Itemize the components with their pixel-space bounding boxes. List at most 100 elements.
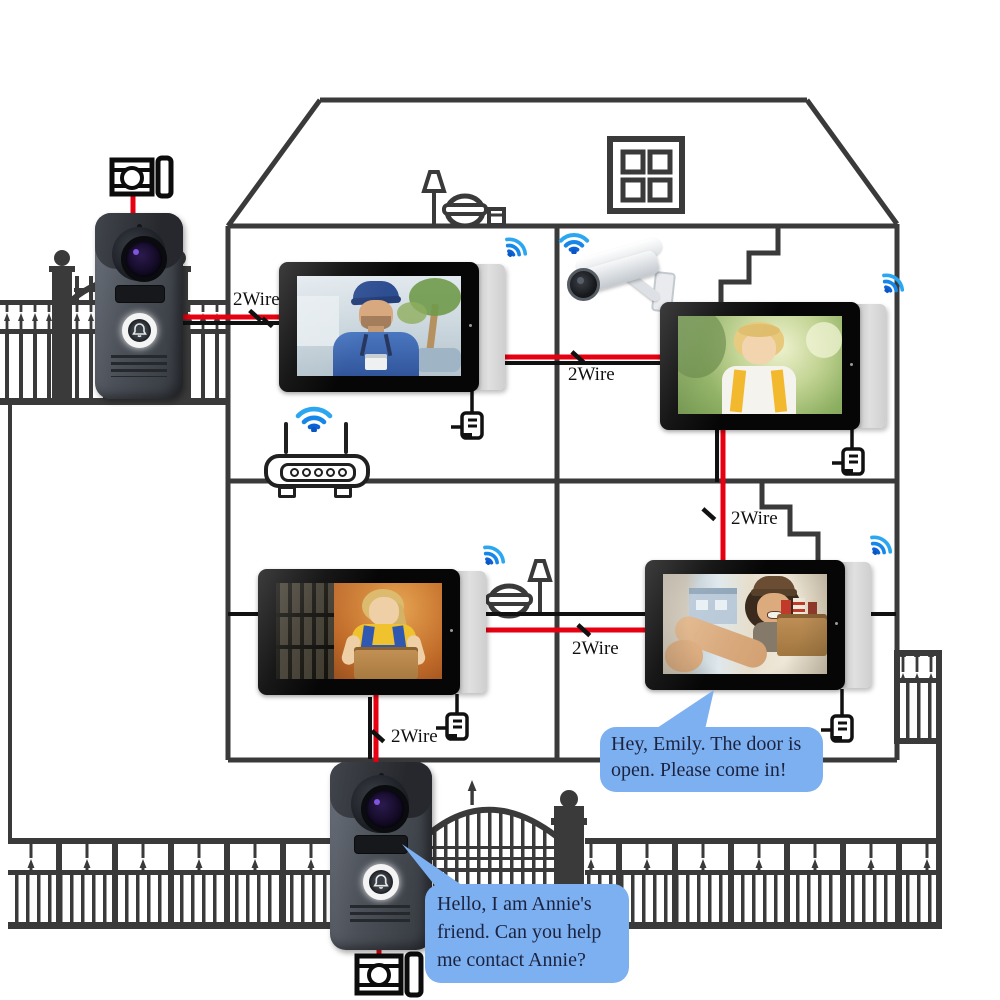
wifi-icon <box>483 545 506 566</box>
power-plugs <box>434 391 865 743</box>
camera-lens-glint <box>577 277 584 284</box>
bubble-line: Hello, I am Annie's <box>437 893 592 915</box>
power-plug-icon <box>830 447 865 476</box>
wifi-icon <box>505 237 528 258</box>
lens-glint <box>374 799 380 805</box>
man-neck <box>368 326 384 334</box>
boundary-line-left <box>8 403 12 840</box>
monitor-side-panel <box>475 264 505 390</box>
router-antenna <box>344 422 348 454</box>
doorbell-call-button <box>122 313 157 348</box>
router-antenna <box>284 422 288 454</box>
router-led <box>313 468 323 477</box>
monitor-led <box>850 363 853 367</box>
speech-bubble-visitor-request: Hello, I am Annie's friend. Can you help… <box>425 884 629 983</box>
router-led <box>337 468 347 477</box>
monitor-led <box>835 622 838 626</box>
woman-face <box>369 597 399 626</box>
bubble-line: open. Please come in! <box>611 759 787 781</box>
video-doorbell-bottom <box>330 762 432 950</box>
screen-gloss <box>645 560 845 690</box>
doorbell-ir-window <box>115 285 165 303</box>
router-led <box>325 468 335 477</box>
wire-ticks <box>248 308 717 744</box>
child-face <box>742 333 776 364</box>
wifi-icon <box>870 535 893 556</box>
indoor-monitor-2 <box>660 302 886 430</box>
scene-iron-gate <box>276 583 334 679</box>
camera-lens <box>567 268 600 301</box>
screen-gloss <box>660 302 860 430</box>
stairs-upper <box>718 227 781 303</box>
power-plug-icon <box>434 712 469 741</box>
roof-left-slope <box>225 98 323 228</box>
indoor-monitor-3 <box>258 569 486 695</box>
router-led <box>289 468 299 477</box>
red-wires <box>130 196 726 958</box>
door-chime-box-top <box>109 155 174 199</box>
scene-building <box>297 296 339 346</box>
doorbell-ir-window <box>354 835 408 854</box>
bullet-camera <box>565 232 677 314</box>
doorbell-speaker-ridges <box>111 355 167 377</box>
wifi-router <box>264 398 370 498</box>
monitor1-screen-delivery-man <box>297 276 461 376</box>
attic-decor <box>421 170 506 229</box>
wire-label: 2Wire <box>731 508 778 529</box>
indoor-monitor-4 <box>645 560 871 690</box>
visitor-cap-brim <box>751 589 797 596</box>
router-led-strip <box>280 463 356 482</box>
monitor2-screen-child <box>678 316 842 414</box>
door-chime-box-bottom <box>354 951 424 998</box>
screen-gloss <box>279 262 479 392</box>
gate-pillar <box>52 266 72 405</box>
scene-foliage <box>397 302 427 324</box>
bell-button-icon <box>373 874 389 889</box>
child-fringe <box>738 324 780 337</box>
bubble-line: friend. Can you help <box>437 921 602 943</box>
wifi-icon <box>882 273 905 294</box>
speech-bubble-monitor-reply: Hey, Emily. The door is open. Please com… <box>600 727 823 792</box>
bubble-line: me contact Annie? <box>437 949 586 971</box>
attic-window <box>607 136 685 214</box>
monitor-frame <box>258 569 460 695</box>
fence-bottom-right <box>585 838 941 929</box>
monitor-frame <box>660 302 860 430</box>
indoor-monitor-1 <box>279 262 505 392</box>
wire-label: 2Wire <box>233 289 280 310</box>
bubble-line: Hey, Emily. The door is <box>611 733 802 755</box>
screen-gloss <box>258 569 460 695</box>
stairs-lower <box>759 483 821 564</box>
box-decor-icon <box>487 207 506 227</box>
monitor4-screen-visitor-groceries <box>663 574 827 674</box>
monitor-led <box>450 629 453 633</box>
fisheye-vignette <box>663 574 827 674</box>
man-badge <box>365 354 387 370</box>
doorbell-mic-hole <box>137 224 143 229</box>
video-doorbell-top <box>95 213 183 399</box>
wire-label: 2Wire <box>572 638 619 659</box>
scene-house-window <box>715 600 727 610</box>
wire-label: 2Wire <box>568 364 615 385</box>
grocery-box <box>777 614 827 656</box>
wifi-icon <box>295 406 333 432</box>
fence-right-upper <box>894 650 942 929</box>
scene-gate-rail <box>276 645 334 649</box>
scene-gate-rail <box>276 613 334 617</box>
scene-house-window <box>696 600 708 610</box>
monitor-side-panel <box>856 304 886 428</box>
visitor-hand <box>665 640 703 672</box>
boundary-line-right <box>936 650 942 929</box>
wire-label: 2Wire <box>391 726 438 747</box>
router-led <box>301 468 311 477</box>
floor-lamp-icon <box>421 170 447 225</box>
monitor-side-panel <box>456 571 486 693</box>
router-body <box>264 454 370 488</box>
doorbell-camera-lens <box>361 785 409 833</box>
scene-car <box>415 348 461 372</box>
grocery-item <box>808 602 817 616</box>
wifi-icon <box>558 233 590 254</box>
cardboard-box <box>354 647 418 679</box>
bowl-decor-icon <box>485 583 533 619</box>
